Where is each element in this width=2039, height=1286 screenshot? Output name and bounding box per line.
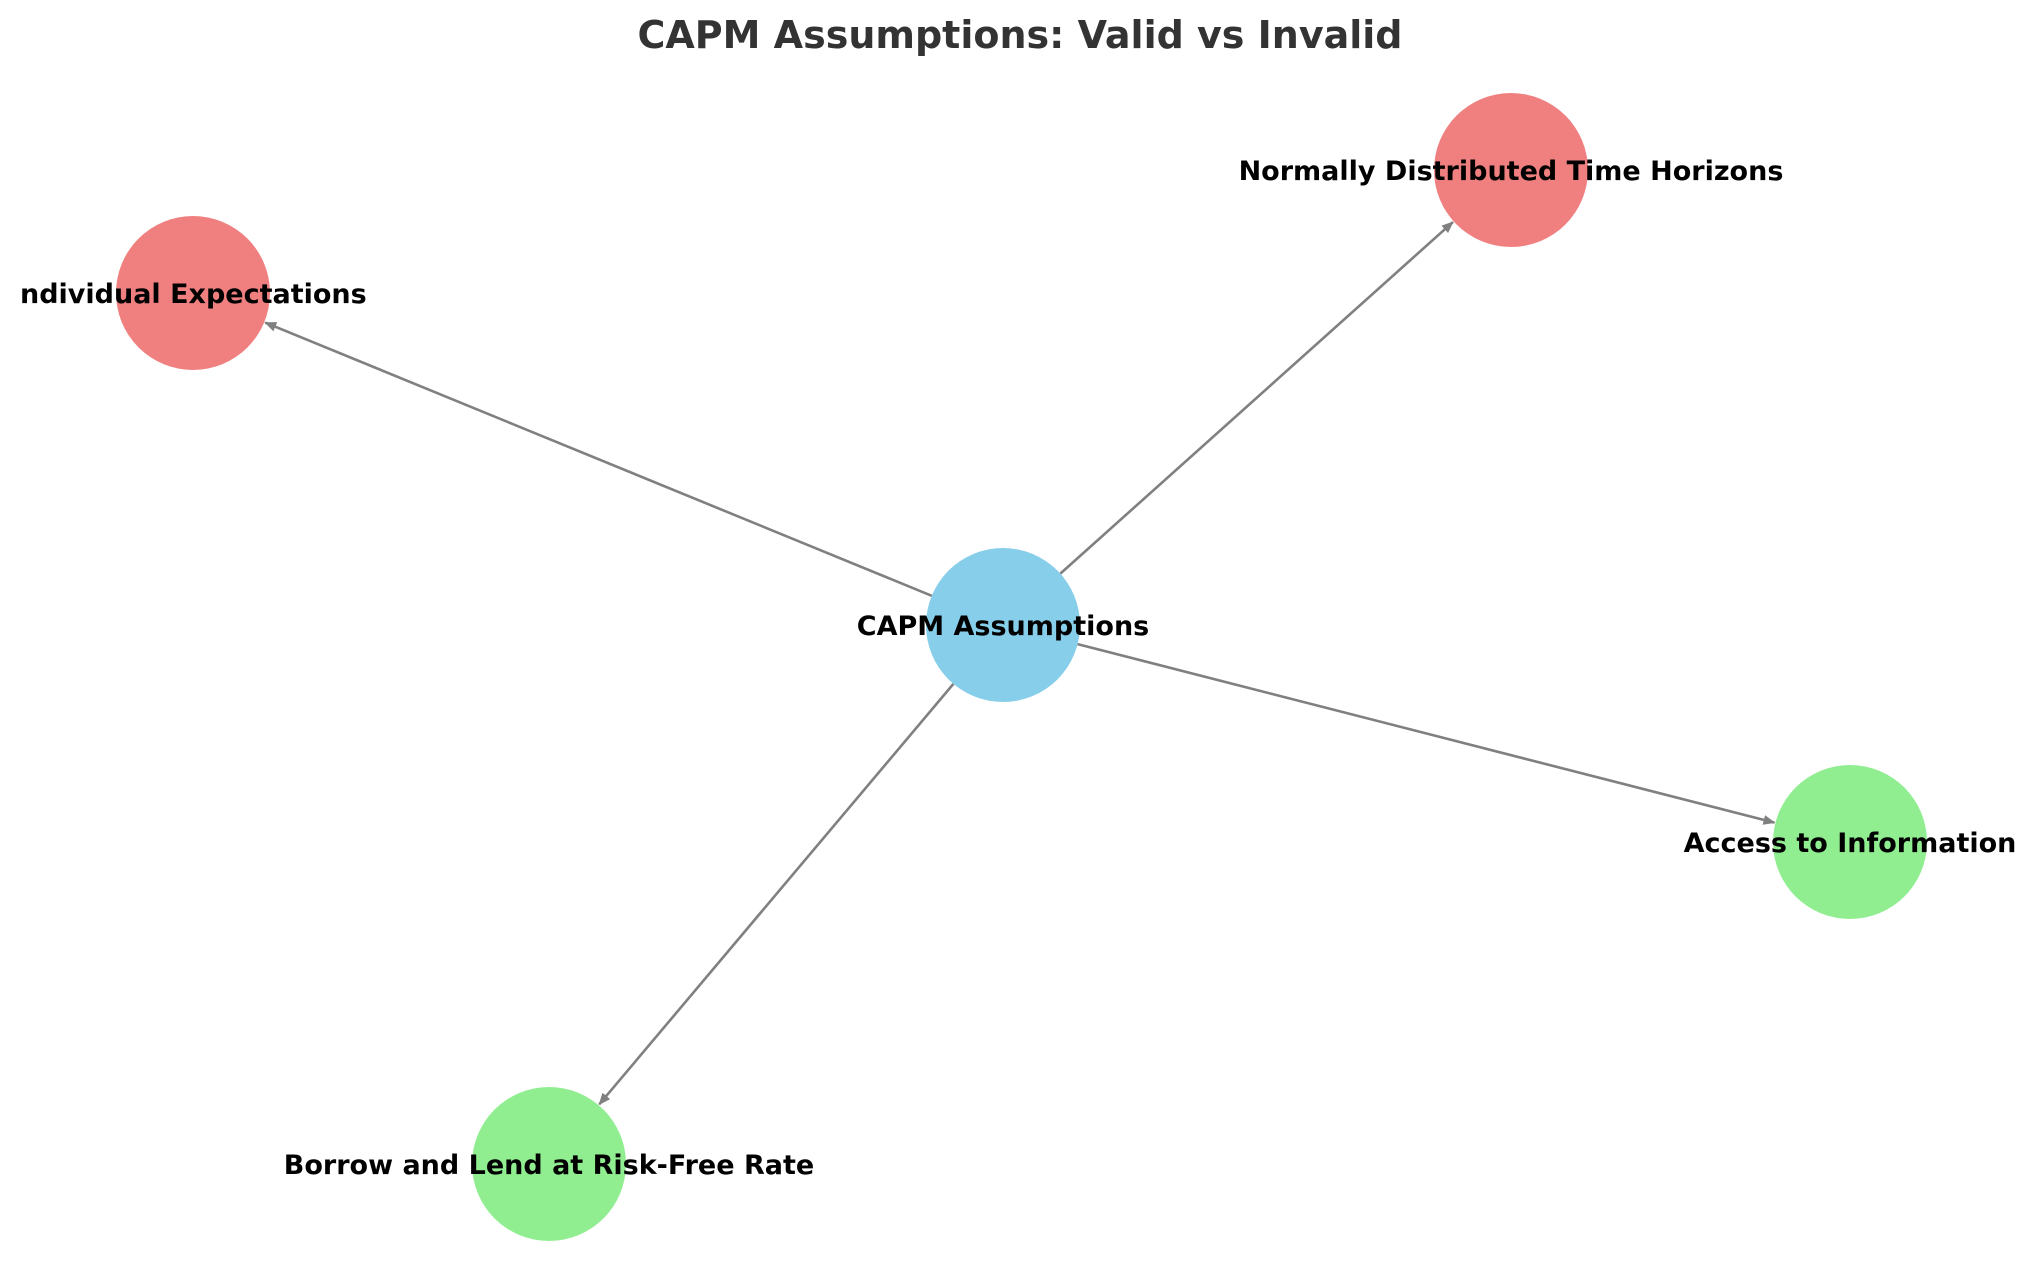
nodes-layer	[116, 93, 1927, 1241]
node-normally-distributed-time-horizons	[1434, 93, 1588, 247]
label-access-to-information: Access to Information	[1684, 828, 2017, 859]
labels-layer: CAPM Assumptions ndividual Expectations …	[20, 156, 2016, 1181]
diagram-title: CAPM Assumptions: Valid vs Invalid	[637, 13, 1402, 57]
edges-layer	[264, 221, 1776, 1106]
edge-center-to-normally-distributed	[1059, 221, 1454, 575]
label-normally-distributed-time-horizons: Normally Distributed Time Horizons	[1239, 156, 1784, 187]
node-individual-expectations	[116, 216, 270, 370]
label-borrow-and-lend: Borrow and Lend at Risk-Free Rate	[284, 1150, 814, 1181]
edge-center-to-individual-expectations	[264, 321, 933, 598]
node-access-to-information	[1773, 765, 1927, 919]
node-borrow-and-lend	[472, 1087, 626, 1241]
label-individual-expectations: ndividual Expectations	[20, 279, 367, 310]
label-capm-assumptions: CAPM Assumptions	[857, 611, 1150, 642]
edge-center-to-access-information	[1077, 642, 1776, 825]
node-capm-assumptions	[926, 548, 1080, 702]
edge-center-to-borrow-lend	[598, 683, 955, 1106]
